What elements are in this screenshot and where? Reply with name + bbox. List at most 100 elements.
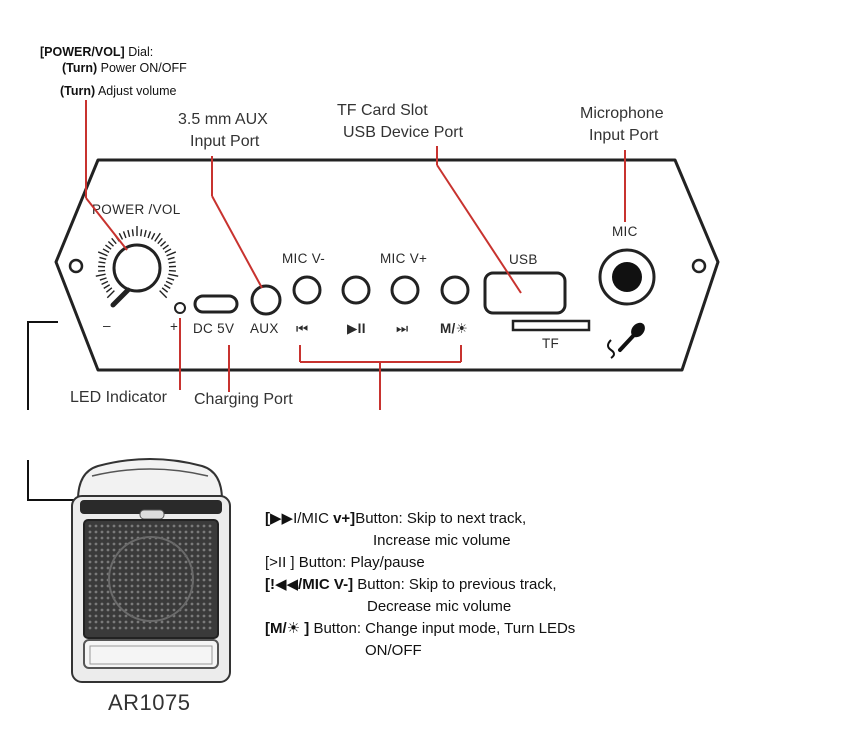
legend-next-track-line2: Increase mic volume	[373, 532, 511, 549]
mic-input-jack-ring	[598, 248, 656, 306]
mic-callout-line1: Microphone	[580, 105, 664, 122]
led-indicator	[174, 302, 186, 314]
grille-hole	[178, 596, 182, 600]
panel-label-tf: TF	[542, 336, 559, 351]
grille-hole	[208, 536, 212, 540]
play-pause-button[interactable]	[341, 275, 371, 305]
grille-hole	[124, 560, 128, 564]
tf-callout-line-diag	[436, 164, 522, 294]
grille-hole	[154, 524, 158, 528]
grille-hole	[208, 602, 212, 606]
grille-hole	[94, 608, 98, 612]
dial-tick	[165, 280, 173, 285]
grille-hole	[106, 530, 110, 534]
dial-tick	[127, 229, 131, 238]
grille-hole	[154, 548, 158, 552]
grille-hole	[202, 620, 206, 624]
grille-hole	[196, 530, 200, 534]
grille-hole	[172, 554, 176, 558]
grille-hole	[148, 548, 152, 552]
grille-hole	[118, 524, 122, 528]
grille-hole	[106, 626, 110, 630]
grille-hole	[136, 572, 140, 576]
grille-hole	[100, 542, 104, 546]
panel-label-plus: +	[170, 319, 178, 334]
dial-tick	[99, 256, 107, 260]
grille-hole	[118, 542, 122, 546]
grille-hole	[160, 566, 164, 570]
grille-hole	[190, 542, 194, 546]
grille-hole	[148, 596, 152, 600]
grille-hole	[124, 608, 128, 612]
grille-hole	[184, 626, 188, 630]
grille-hole	[130, 608, 134, 612]
grille-hole	[178, 602, 182, 606]
grille-hole	[160, 584, 164, 588]
grille-hole	[118, 572, 122, 576]
grille-hole	[208, 584, 212, 588]
dial-tick	[106, 290, 115, 299]
dial-tick	[102, 248, 110, 253]
play-pause-icon: ▶II	[347, 321, 366, 336]
grille-hole	[202, 584, 206, 588]
dial-tick	[99, 277, 107, 281]
grille-hole	[142, 614, 146, 618]
grille-hole	[202, 524, 206, 528]
prev-mic-down-button[interactable]	[292, 275, 322, 305]
grille-hole	[136, 542, 140, 546]
grille-hole	[100, 614, 104, 618]
grille-hole	[172, 590, 176, 594]
grille-hole	[178, 626, 182, 630]
grille-hole	[112, 542, 116, 546]
grille-hole	[154, 584, 158, 588]
grille-hole	[196, 536, 200, 540]
grille-hole	[100, 572, 104, 576]
tf-card-slot	[511, 319, 591, 332]
grille-hole	[112, 608, 116, 612]
grille-hole	[130, 536, 134, 540]
dial-tick	[147, 231, 152, 239]
legend-prev-track: [!◀◀/MIC V-] Button: Skip to previous tr…	[265, 576, 557, 593]
volume-dial-knob[interactable]	[112, 243, 162, 293]
next-mic-up-button[interactable]	[390, 275, 420, 305]
grille-hole	[172, 530, 176, 534]
grille-hole	[136, 524, 140, 528]
grille-hole	[154, 542, 158, 546]
grille-hole	[88, 524, 92, 528]
grille-hole	[106, 596, 110, 600]
grille-hole	[166, 620, 170, 624]
grille-hole	[148, 572, 152, 576]
legend-mode-line2: ON/OFF	[365, 642, 422, 659]
grille-hole	[142, 602, 146, 606]
aux-callout-line-diag	[211, 195, 263, 289]
grille-hole	[148, 578, 152, 582]
microphone-icon	[607, 322, 645, 359]
dial-tick	[154, 232, 161, 242]
grille-hole	[118, 554, 122, 558]
mount-hole-right	[691, 258, 707, 274]
grille-hole	[136, 602, 140, 606]
grille-hole	[88, 620, 92, 624]
grille-hole	[88, 584, 92, 588]
grille-hole	[202, 554, 206, 558]
grille-hole	[196, 560, 200, 564]
grille-hole	[130, 620, 134, 624]
mode-led-button[interactable]	[440, 275, 470, 305]
grille-hole	[190, 602, 194, 606]
grille-hole	[94, 572, 98, 576]
grille-hole	[142, 530, 146, 534]
grille-hole	[142, 542, 146, 546]
dial-callout-turn-volume: (Turn) Adjust volume	[60, 84, 177, 98]
grille-hole	[94, 542, 98, 546]
grille-hole	[136, 614, 140, 618]
grille-hole	[124, 602, 128, 606]
grille-hole	[142, 608, 146, 612]
grille-hole	[136, 578, 140, 582]
grille-hole	[208, 614, 212, 618]
grille-hole	[184, 530, 188, 534]
grille-hole	[100, 554, 104, 558]
grille-hole	[136, 554, 140, 558]
dial-tick	[105, 287, 113, 293]
grille-hole	[154, 614, 158, 618]
grille-hole	[160, 572, 164, 576]
